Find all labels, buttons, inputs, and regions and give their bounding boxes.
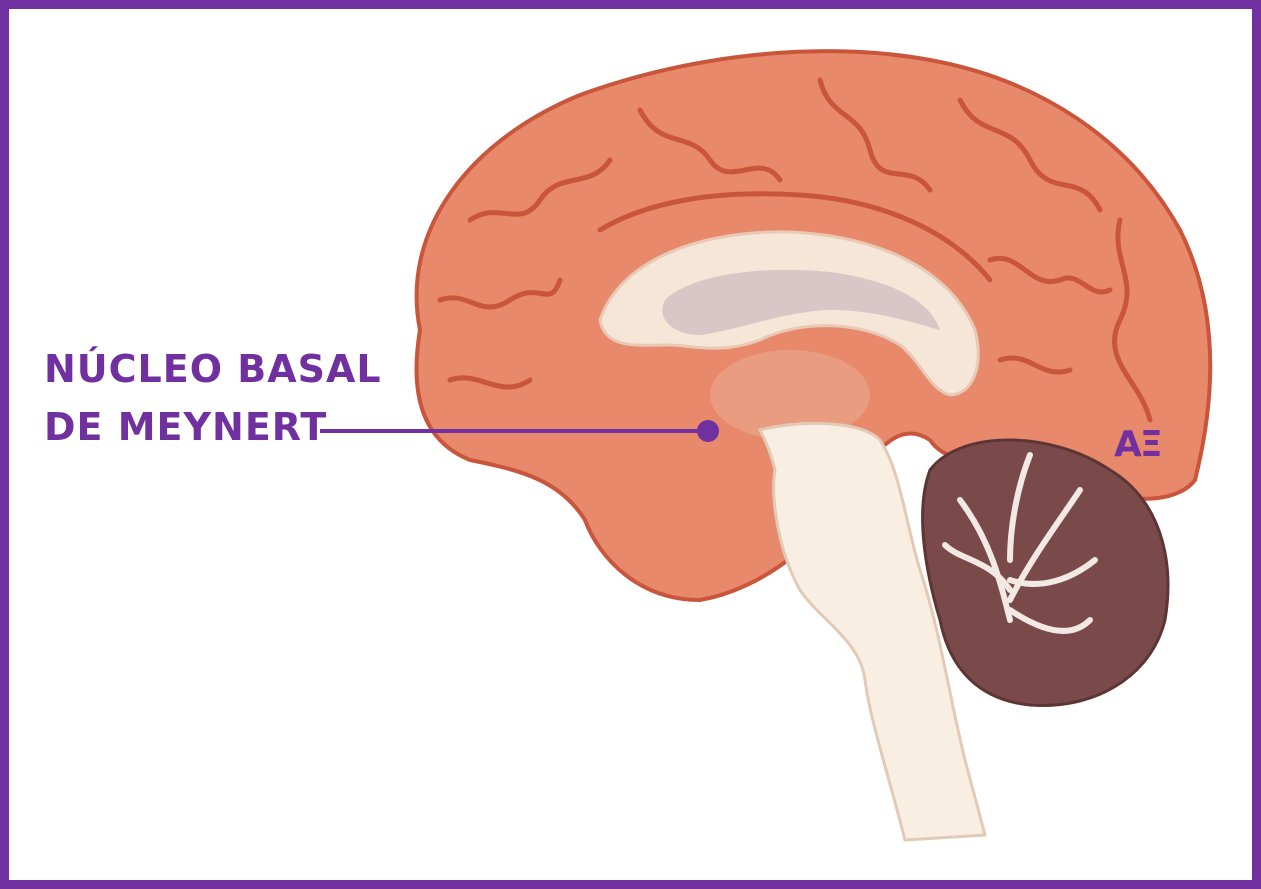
- brainstem: [757, 421, 987, 842]
- label-line-2: DE MEYNERT: [44, 405, 328, 449]
- structure-label: NÚCLEO BASAL DE MEYNERT: [44, 340, 382, 456]
- pointer-dot: [697, 420, 719, 442]
- logo: AΞ: [1114, 424, 1163, 465]
- arbor-vitae: [942, 452, 1098, 634]
- label-line-1: NÚCLEO BASAL: [44, 347, 382, 391]
- gyri: [437, 77, 1153, 423]
- cerebellum: [921, 438, 1170, 708]
- lateral-ventricle: [662, 269, 940, 335]
- thalamus: [710, 350, 870, 440]
